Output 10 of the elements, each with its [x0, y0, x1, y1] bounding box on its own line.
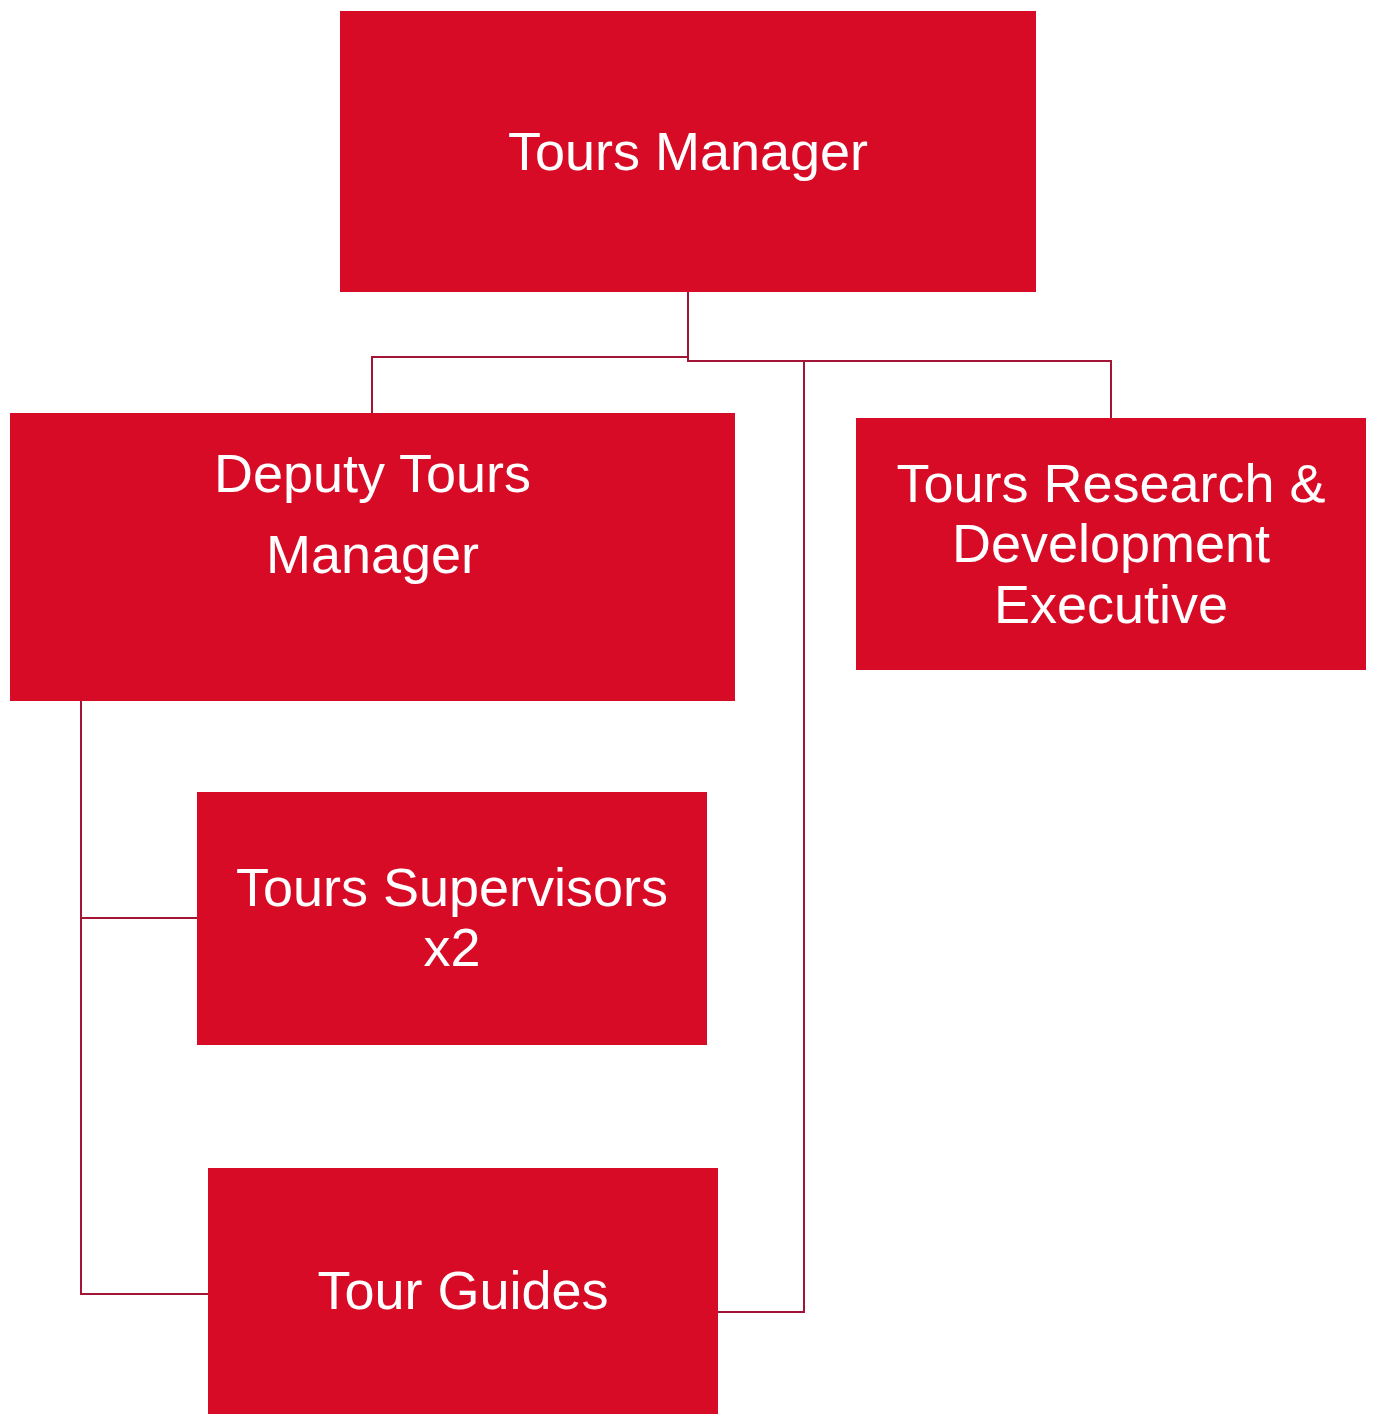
role-title: Tours Supervisors x2 [234, 857, 670, 980]
org-chart-box [340, 11, 1036, 292]
org-chart-box [856, 418, 1366, 670]
org-chart-box [10, 413, 735, 701]
role-title: Tours Research & Development Executive [895, 453, 1327, 636]
org-chart-box [208, 1168, 718, 1414]
org-chart-box [197, 792, 707, 1045]
role-title: Deputy Tours Manager [212, 442, 533, 586]
role-title: Tours Manager [506, 121, 870, 183]
role-title: Tour Guides [316, 1260, 610, 1322]
